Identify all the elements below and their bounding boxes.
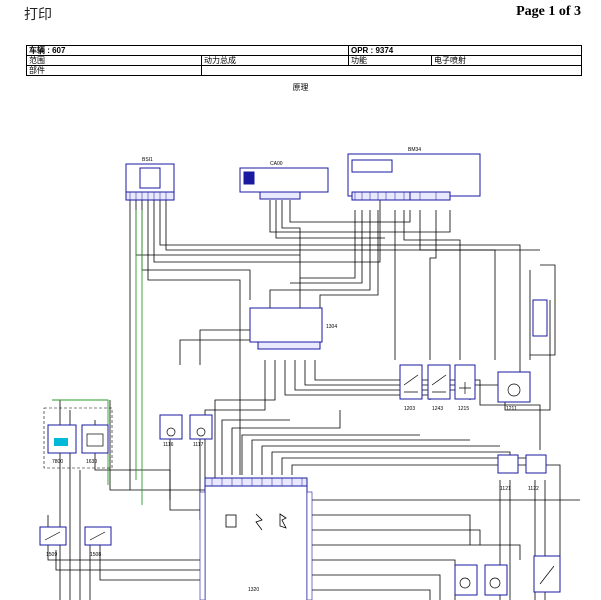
c1630-label: 1630 [86,459,97,465]
c1509-label: 1509 [46,552,57,558]
c1117-label: 1117 [193,442,204,448]
c1203-label: 1203 [404,406,415,412]
pin-ticks [129,192,437,486]
c1211-label: 1211 [506,406,517,412]
print-label: 打印 [24,8,52,23]
c1121-label: 1121 [500,486,511,492]
c1122-label: 1122 [528,486,539,492]
sensor-symbols [44,374,555,589]
c1508-label: 1508 [90,552,101,558]
part-value [201,65,582,76]
green-wires [52,210,143,505]
cav-box [239,167,329,193]
lower-sensor-1 [454,564,478,596]
dashed-enclosure [43,407,113,469]
lower-sensor-3 [533,555,561,593]
c1117-box [189,414,213,440]
c7800-label: 7800 [52,459,63,465]
c1121-box [497,454,519,474]
injector-icon [166,427,176,437]
c1211-box [497,371,531,403]
c1116-box [159,414,183,440]
c1215-label: 1215 [458,406,469,412]
c1203-box [399,364,423,400]
ecu-symbols [225,513,287,531]
component-labels: BSI1 CA00 BM34 1304 1203 1243 1215 1211 … [46,147,539,593]
connectors [39,153,561,600]
lower-sensor-2 [484,564,508,596]
ecu-1320-box [204,484,308,600]
c1243-label: 1243 [432,406,443,412]
c1243-box [427,364,451,400]
c1630-box [81,424,109,454]
c1116-label: 1116 [163,442,174,448]
ground-box [532,299,548,337]
bm34-label: BM34 [408,147,421,153]
diagram-caption: 原理 [292,83,309,92]
bsi-label: BSI1 [142,157,153,163]
injector-icon [196,427,206,437]
ecu-1320-label: 1320 [248,587,259,593]
cyan-sensor-icon [54,438,68,446]
relay-1304-label: 1304 [326,324,337,330]
ecu-pin-labels [199,491,313,600]
page-number: Page 1 of 3 [516,4,581,19]
c1122-box [525,454,547,474]
info-table: 车辆 : 607 OPR : 9374 范围 动力总成 功能 电子喷射 部件 [26,45,582,76]
c7800-box [47,424,77,454]
wire-harness [47,160,580,600]
relay-1304-box [249,307,323,343]
cav-label: CA00 [270,161,283,167]
